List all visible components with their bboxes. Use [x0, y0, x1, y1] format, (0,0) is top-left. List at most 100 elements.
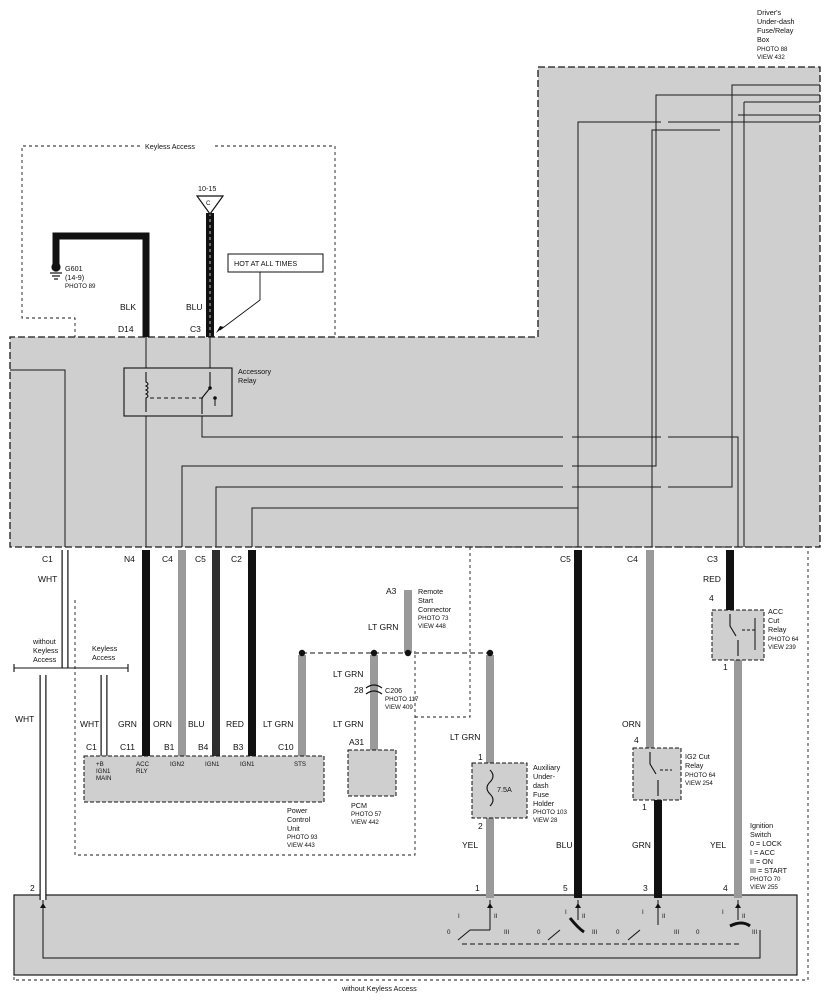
mark-0-a: 0: [447, 929, 451, 936]
hot-pointer: [219, 272, 261, 331]
remote-start-view: VIEW 448: [418, 623, 446, 630]
acc-relay-line-3: Relay: [768, 625, 787, 634]
mark-ii-a: II: [494, 913, 498, 920]
hot-at-all-times-box: [227, 253, 324, 273]
wire-orn-right: ORN: [622, 719, 641, 729]
fusebox-label: Driver's Under-dash Fuse/Relay Box PHOTO…: [757, 8, 795, 61]
acc-relay-line-1: ACC: [768, 607, 783, 616]
ig2-relay-pin-bottom: 1: [642, 802, 647, 812]
fuse-view: VIEW 28: [533, 817, 558, 824]
pin-c4: C4: [162, 554, 173, 564]
wire-ltgrn-c206b: LT GRN: [333, 719, 363, 729]
keyless-access-top-label: Keyless Access: [145, 142, 195, 151]
pcu-view: VIEW 443: [287, 842, 315, 849]
ground-symbol-icon: [50, 262, 62, 280]
pin-c5-right: C5: [560, 554, 571, 564]
acc-relay-photo: PHOTO 64: [768, 636, 799, 643]
pcu-term-rly: RLY: [136, 768, 148, 775]
mark-i-d: I: [722, 909, 724, 916]
fuse-holder: [471, 762, 528, 819]
wire-grn: GRN: [118, 719, 137, 729]
mark-iii-d: III: [752, 929, 757, 936]
mark-0-b: 0: [537, 929, 541, 936]
pcu-pin-b4: B4: [198, 742, 209, 752]
without-keyless-line-1: without: [32, 637, 56, 646]
supply-letter: C: [206, 200, 211, 207]
pcu-term-ign1: IGN1: [96, 768, 111, 775]
fuse-name-line-5: Holder: [533, 799, 555, 808]
without-keyless-line-2: Keyless: [33, 646, 59, 655]
ignition-pos-1: I = ACC: [750, 848, 775, 857]
ground-ref: (14-9): [65, 273, 84, 282]
pcu-term-ign1-b4: IGN1: [205, 761, 220, 768]
fuse-name-line-3: dash: [533, 781, 549, 790]
accessory-relay-line-2: Relay: [238, 376, 257, 385]
fuse-photo: PHOTO 103: [533, 809, 567, 816]
pin-c1: C1: [42, 554, 53, 564]
fusebox-internal-wires: [10, 84, 820, 547]
pcu-pin-b3: B3: [233, 742, 244, 752]
mark-i-b: I: [565, 909, 567, 916]
keyless-access-mid-line-2: Access: [92, 653, 116, 662]
pcm-name: PCM: [351, 801, 367, 810]
pcu-photo: PHOTO 93: [287, 834, 318, 841]
power-control-unit-box: [83, 755, 325, 803]
ig2-relay-photo: PHOTO 64: [685, 772, 716, 779]
pcu-name-line-2: Control: [287, 815, 311, 824]
ignition-name-line-1: Ignition: [750, 821, 773, 830]
fusebox-gaps: [563, 120, 668, 489]
ignition-pos-3: III = START: [750, 866, 788, 875]
supply-ref: 10-15: [198, 184, 216, 193]
pcm-photo: PHOTO 57: [351, 811, 382, 818]
switch-arrows: [40, 903, 741, 908]
mark-i-a: I: [458, 913, 460, 920]
fuse-name-line-4: Fuse: [533, 790, 549, 799]
pcm-view: VIEW 442: [351, 819, 379, 826]
ignition-photo: PHOTO 70: [750, 876, 781, 883]
mark-iii-a: III: [504, 929, 509, 936]
pcm-pin: A31: [349, 737, 364, 747]
hot-at-all-times-label: HOT AT ALL TIMES: [234, 259, 297, 268]
wire-yel-right: YEL: [710, 840, 726, 850]
mark-i-c: I: [642, 909, 644, 916]
acc-relay-line-2: Cut: [768, 616, 779, 625]
switch-pin-3: 3: [643, 883, 648, 893]
pcu-term-ign2: IGN2: [170, 761, 185, 768]
fuse-name-line-1: Auxiliary: [533, 763, 561, 772]
supply-triangle-icon: [195, 195, 225, 216]
wire-grn-right: GRN: [632, 840, 651, 850]
mark-iii-c: III: [674, 929, 679, 936]
pcu-term-b: +B: [96, 761, 104, 768]
wire-orn: ORN: [153, 719, 172, 729]
pcu-term-ign1-b3: IGN1: [240, 761, 255, 768]
c206-pin: 28: [354, 685, 364, 695]
fusebox-name-line-2: Under-dash: [757, 17, 795, 26]
blu-wire-pin: C3: [190, 324, 201, 334]
fusebox-name-line-3: Fuse/Relay: [757, 26, 794, 35]
pcu-term-main: MAIN: [96, 775, 111, 782]
ignition-view: VIEW 255: [750, 884, 778, 891]
ground-photo: PHOTO 89: [65, 283, 96, 290]
without-keyless-bottom-label: without Keyless Access: [341, 984, 417, 993]
pcu-pin-b1: B1: [164, 742, 175, 752]
remote-start-line-1: Remote: [418, 587, 443, 596]
wire-blu: BLU: [188, 719, 205, 729]
acc-cut-relay: [711, 609, 765, 661]
acc-relay-pin-top: 4: [709, 593, 714, 603]
without-keyless-line-3: Access: [33, 655, 57, 664]
ignition-pos-2: II = ON: [750, 857, 773, 866]
switch-pin-5: 5: [563, 883, 568, 893]
c206-connector-icon: [365, 684, 383, 695]
accessory-relay: [123, 367, 233, 417]
ig2-cut-relay: [632, 747, 682, 801]
pcu-name-line-1: Power: [287, 806, 308, 815]
fusebox-name-line-1: Driver's: [757, 8, 782, 17]
remote-start-line-2: Start: [418, 596, 433, 605]
mark-ii-d: II: [742, 913, 746, 920]
blk-wire-color: BLK: [120, 302, 136, 312]
remote-start-pin: A3: [386, 586, 397, 596]
pin-c2: C2: [231, 554, 242, 564]
wire-red-right: RED: [703, 574, 721, 584]
ignition-pos-0: 0 = LOCK: [750, 839, 782, 848]
